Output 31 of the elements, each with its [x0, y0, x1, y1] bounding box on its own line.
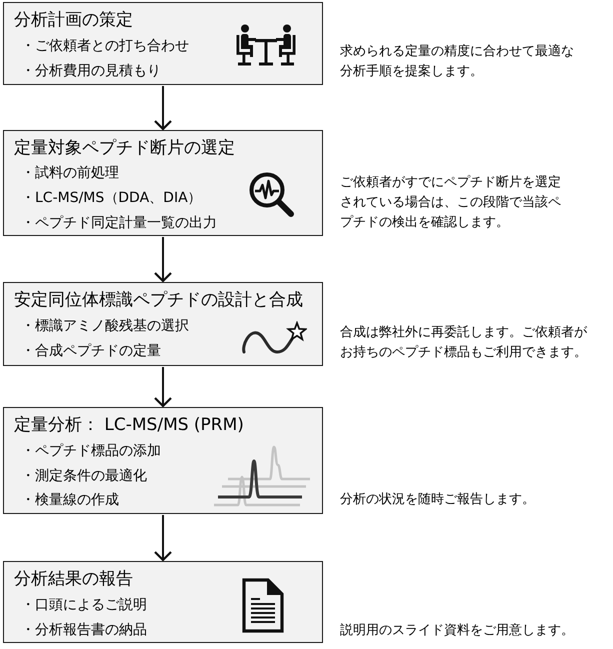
step-box [3, 282, 323, 366]
arrow [154, 515, 172, 562]
step-note: 合成は弊社外に再委託します。ご依頼者がお持ちのペプチド標品もご利用できます。 [340, 324, 588, 362]
step-box [3, 407, 323, 514]
step-box [3, 2, 323, 85]
step-title: 定量分析： LC-MS/MS (PRM) [14, 414, 244, 437]
list-item: ・ペプチド標品の添加 [21, 442, 161, 461]
step-note: 説明用のスライド資料をご用意します。 [340, 622, 575, 640]
list-item: ・LC-MS/MS（DDA、DIA） [21, 189, 202, 208]
step-title: 分析結果の報告 [14, 568, 133, 591]
step-note: ご依頼者がすでにペプチド断片を選定されている場合は、この段階で当該ペプチドの検出を確認します。 [340, 174, 562, 232]
list-item: ・測定条件の最適化 [21, 467, 147, 486]
step-box [3, 130, 323, 236]
step-title: 分析計画の策定 [14, 9, 133, 32]
list-item: ・口頭によるご説明 [21, 596, 147, 615]
arrow [154, 367, 172, 408]
list-item: ・分析報告書の納品 [21, 621, 147, 640]
step-title: 定量対象ペプチド断片の選定 [14, 137, 235, 160]
list-item: ・ご依頼者との打ち合わせ [21, 37, 189, 56]
arrow [154, 237, 172, 282]
list-item: ・試料の前処理 [21, 164, 119, 183]
step-box [3, 561, 323, 643]
arrow [154, 86, 172, 130]
list-item: ・検量線の作成 [21, 491, 119, 510]
list-item: ・ペプチド同定計量一覧の出力 [21, 214, 217, 233]
step-note: 求められる定量の精度に合わせて最適な分析手順を提案します。 [340, 43, 575, 81]
list-item: ・標識アミノ酸残基の選択 [21, 317, 189, 336]
step-note: 分析の状況を随時ご報告します。 [340, 491, 536, 509]
list-item: ・合成ペプチドの定量 [21, 342, 161, 361]
step-title: 安定同位体標識ペプチドの設計と合成 [14, 289, 303, 312]
list-item: ・分析費用の見積もり [21, 62, 161, 81]
